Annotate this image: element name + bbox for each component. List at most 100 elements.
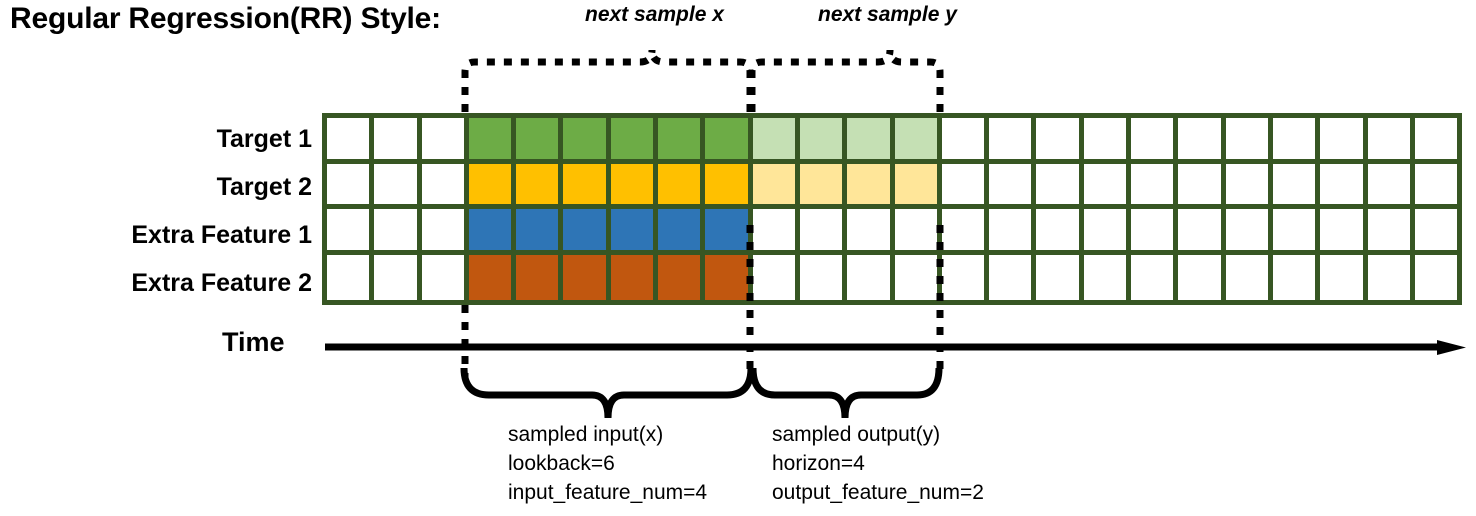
label-next-sample-y: next sample y — [818, 3, 957, 26]
grid-cell — [705, 254, 753, 300]
grid-cell — [1414, 254, 1458, 300]
grid-cell — [799, 254, 848, 300]
grid-cell — [1036, 209, 1084, 255]
grid-cell — [989, 254, 1037, 300]
grid-cell — [1367, 254, 1415, 300]
brace-sampled-output — [749, 367, 943, 419]
row-label-extra-feature-2: Extra Feature 2 — [131, 269, 312, 297]
grid-cell — [327, 209, 375, 255]
grid-cell — [1083, 209, 1132, 255]
grid-cell — [847, 209, 895, 255]
axis-label-time: Time — [222, 327, 285, 357]
label-next-sample-x: next sample x — [585, 3, 724, 26]
grid-cell — [610, 254, 659, 300]
grid-cell — [516, 163, 564, 209]
page-title: Regular Regression(RR) Style: — [10, 2, 441, 35]
grid-cell — [941, 209, 990, 255]
grid-cell — [799, 118, 848, 164]
grid-cell — [1131, 163, 1179, 209]
brace-sampled-input — [460, 367, 755, 419]
grid-cell — [327, 118, 375, 164]
grid-cell — [1272, 163, 1321, 209]
grid-cell — [1225, 163, 1273, 209]
grid-cell — [658, 209, 706, 255]
grid-cell — [894, 209, 942, 255]
grid-cell — [752, 254, 800, 300]
grid-cell — [610, 163, 659, 209]
grid-cell — [421, 118, 469, 164]
grid-row — [327, 209, 1458, 255]
grid-row — [327, 163, 1458, 209]
grid-cell — [989, 163, 1037, 209]
grid-cell — [941, 118, 990, 164]
grid-cell — [1272, 254, 1321, 300]
grid-cell — [1414, 163, 1458, 209]
grid-cell — [1320, 118, 1368, 164]
grid-cell — [1320, 254, 1368, 300]
grid-cell — [374, 118, 422, 164]
time-axis-arrow — [325, 340, 1466, 355]
grid-cell — [1131, 118, 1179, 164]
grid-row — [327, 254, 1458, 300]
grid-cell — [894, 163, 942, 209]
grid-cell — [658, 163, 706, 209]
grid-cell — [1083, 254, 1132, 300]
grid-cell — [1178, 163, 1226, 209]
grid-cell — [468, 254, 517, 300]
grid-cell — [989, 118, 1037, 164]
grid-cell — [1178, 209, 1226, 255]
grid-cell — [1320, 163, 1368, 209]
caption-sampled-output: sampled output(y) horizon=4 output_featu… — [772, 423, 984, 504]
grid-cell — [752, 118, 800, 164]
row-label-column: Target 1 Target 2 Extra Feature 1 Extra … — [0, 113, 312, 305]
dotted-brace-next-sample-y — [748, 49, 944, 112]
grid-cell — [516, 209, 564, 255]
grid-cell — [1178, 254, 1226, 300]
grid-cell — [563, 254, 611, 300]
row-label-target-2: Target 2 — [216, 173, 312, 201]
grid-cell — [799, 209, 848, 255]
grid-cell — [421, 163, 469, 209]
grid-cell — [1036, 254, 1084, 300]
grid-cell — [1083, 163, 1132, 209]
grid-cell — [1272, 118, 1321, 164]
grid-cell — [468, 118, 517, 164]
grid-cell — [989, 209, 1037, 255]
grid-cell — [610, 118, 659, 164]
grid-cell — [1272, 209, 1321, 255]
grid-cell — [327, 254, 375, 300]
grid-cell — [1367, 118, 1415, 164]
grid-cell — [1225, 118, 1273, 164]
grid-cell — [799, 163, 848, 209]
row-label-target-1: Target 1 — [216, 125, 312, 153]
grid-cell — [1036, 118, 1084, 164]
grid-cell — [374, 209, 422, 255]
grid-cell — [705, 163, 753, 209]
grid-cell — [563, 118, 611, 164]
grid-cell — [894, 254, 942, 300]
grid-cell — [516, 254, 564, 300]
grid-cell — [563, 163, 611, 209]
grid-cell — [327, 163, 375, 209]
grid-cell — [705, 118, 753, 164]
grid-row — [327, 118, 1458, 164]
row-label-extra-feature-1: Extra Feature 1 — [131, 221, 312, 249]
grid-cell — [1367, 163, 1415, 209]
grid-cell — [941, 163, 990, 209]
grid-cell — [1131, 209, 1179, 255]
grid-cell — [1367, 209, 1415, 255]
grid-cell — [658, 254, 706, 300]
caption-sampled-input: sampled input(x) lookback=6 input_featur… — [508, 423, 708, 504]
grid-cell — [705, 209, 753, 255]
grid-cell — [1414, 209, 1458, 255]
grid-cell — [847, 118, 895, 164]
grid-cell — [374, 163, 422, 209]
grid-cell — [1225, 254, 1273, 300]
grid-cell — [516, 118, 564, 164]
grid-cell — [468, 209, 517, 255]
grid-cell — [752, 209, 800, 255]
grid-cell — [1083, 118, 1132, 164]
grid-cell — [421, 254, 469, 300]
grid-cell — [752, 163, 800, 209]
